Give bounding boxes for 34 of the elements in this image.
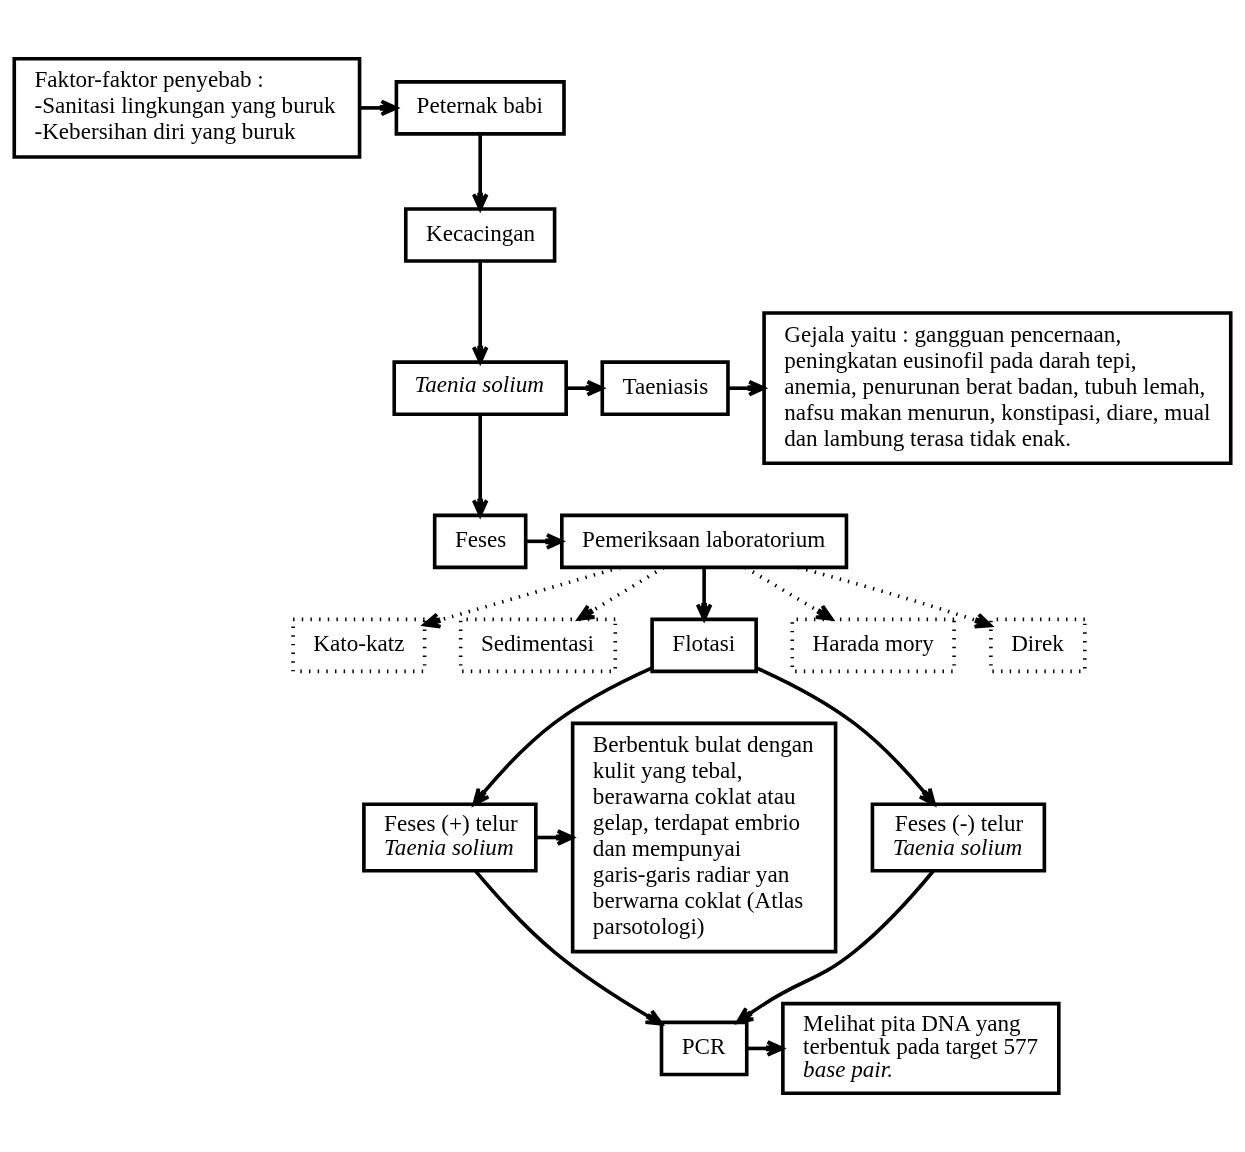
node-box: Faktor-faktor penyebab : -Sanitasi lingkungan yang buruk -Kebersihan diri yang buruk bbox=[12, 56, 362, 159]
node-box: Taenia solium bbox=[392, 360, 568, 416]
node-box: Feses bbox=[432, 513, 528, 570]
node-box: Flotasi bbox=[650, 617, 758, 674]
arrow bbox=[755, 666, 936, 806]
arrow bbox=[471, 134, 489, 211]
arrow bbox=[695, 567, 713, 621]
node-box: Kecacingan bbox=[404, 207, 557, 263]
node-box: Feses (-) telur Taenia solium bbox=[870, 802, 1047, 873]
node-box: Kato-katz bbox=[291, 617, 427, 674]
arrow bbox=[474, 870, 664, 1026]
arrow bbox=[422, 565, 621, 629]
node-box: Direk bbox=[989, 617, 1087, 674]
arrow bbox=[728, 379, 766, 397]
node-box: Pemeriksaan laboratorium bbox=[560, 513, 849, 570]
arrow bbox=[746, 1040, 785, 1057]
node-box: PCR bbox=[659, 1020, 749, 1077]
arrow bbox=[472, 666, 653, 806]
node-box: Sedimentasi bbox=[458, 617, 618, 674]
node-box: Berbentuk bulat dengan kulit yang tebal, berawarna coklat atau gelap, terdapat embrio dan mempunyai garis-garis radiar yan berwarna coklat (Atlas parsotologi) bbox=[570, 721, 838, 954]
node-box: Feses (+) telur Taenia solium bbox=[362, 802, 538, 873]
node-box: Taeniasis bbox=[600, 360, 730, 416]
arrow bbox=[735, 869, 935, 1024]
node-box: Harada mory bbox=[790, 617, 956, 674]
arrow bbox=[526, 533, 564, 550]
arrow bbox=[536, 829, 575, 846]
arrow bbox=[797, 565, 993, 629]
node-box: Melihat pita DNA yang terbentuk pada target 577 base pair. bbox=[781, 1001, 1061, 1096]
node-box: Gejala yaitu : gangguan pencernaan, peningkatan eusinofil pada darah tepi, anemia, penurunan berat badan, tubuh lemah, nafsu makan menurun, konstipasi, diare, mual dan lambung terasa tidak enak. bbox=[762, 311, 1233, 466]
arrow bbox=[359, 99, 398, 117]
arrow bbox=[471, 261, 489, 364]
arrow bbox=[566, 379, 604, 397]
arrow bbox=[471, 414, 489, 517]
node-box: Peternak babi bbox=[394, 80, 566, 136]
